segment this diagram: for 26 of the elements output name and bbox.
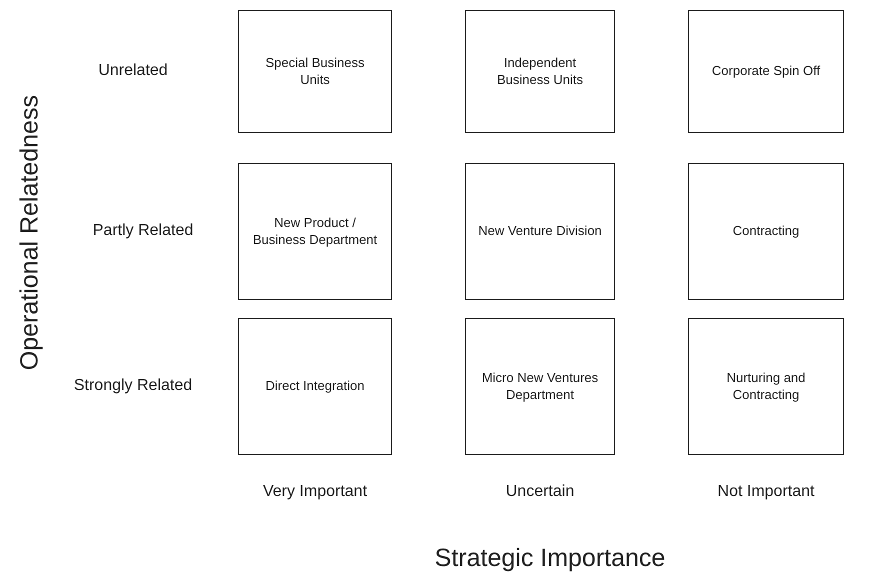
row-label: Partly Related	[92, 221, 194, 241]
column-label: Uncertain	[504, 482, 576, 502]
matrix-cell-box	[238, 10, 392, 133]
matrix-cell-box	[465, 163, 615, 300]
matrix-cell-box	[688, 318, 844, 455]
matrix-cell-box	[238, 163, 392, 300]
matrix-cell-box	[465, 10, 615, 133]
axis-title: Strategic Importance	[434, 542, 666, 574]
matrix-cell-box	[688, 163, 844, 300]
cell-text: Contracting	[732, 223, 800, 240]
cell-text: Micro New Ventures Department	[480, 370, 600, 404]
cell-text: Corporate Spin Off	[712, 63, 820, 80]
cell-text: Direct Integration	[266, 378, 364, 395]
cell-text: Independent Business Units	[496, 54, 584, 88]
cell-text: Nurturing and Contracting	[726, 370, 806, 404]
cell-text: New Venture Division	[478, 223, 602, 240]
cell-text: Special Business Units	[264, 54, 366, 88]
cell-text: New Product / Business Department	[252, 214, 378, 248]
matrix-cell-box	[238, 318, 392, 455]
matrix-cell-box	[465, 318, 615, 455]
axis-title: Operational Relatedness	[14, 94, 44, 372]
matrix-cell-box	[688, 10, 844, 133]
column-label: Not Important	[716, 482, 816, 502]
row-label: Strongly Related	[73, 376, 193, 396]
column-label: Very Important	[262, 482, 368, 502]
row-label: Unrelated	[97, 61, 169, 81]
